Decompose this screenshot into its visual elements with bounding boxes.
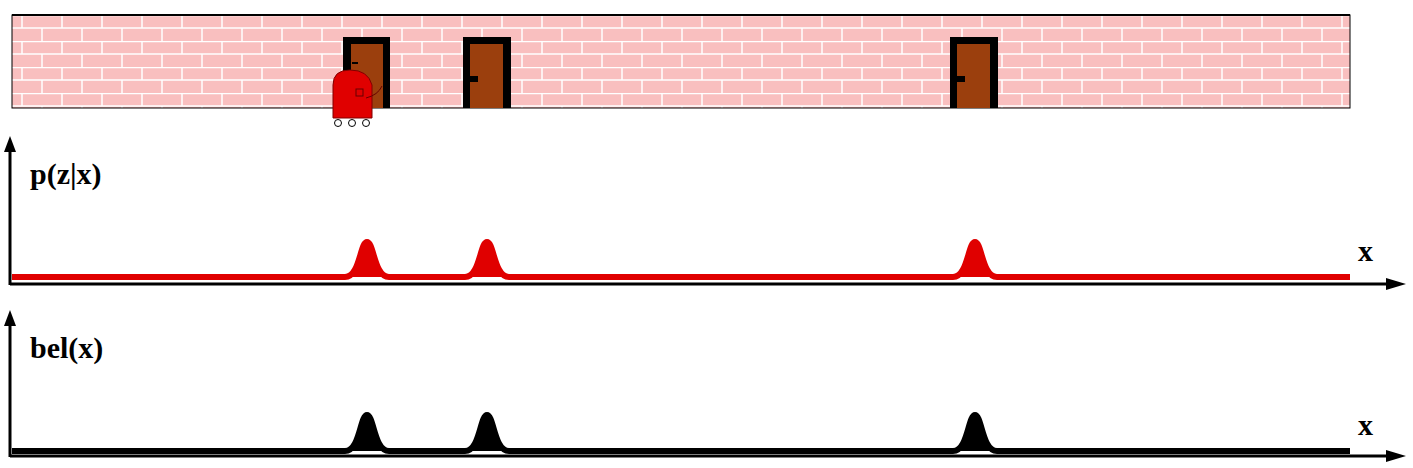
axis-label: x [1358, 236, 1373, 266]
axis-label: x [1358, 410, 1373, 440]
brick-wall [12, 15, 1350, 108]
belief-curve [12, 415, 1350, 451]
axes [4, 310, 1406, 462]
robot [333, 63, 382, 127]
axes [4, 136, 1406, 290]
door [950, 37, 998, 108]
axis-label: p(z|x) [30, 159, 102, 189]
axis-label: bel(x) [30, 333, 103, 363]
door [463, 37, 511, 108]
measurement-likelihood-curve [12, 242, 1350, 277]
